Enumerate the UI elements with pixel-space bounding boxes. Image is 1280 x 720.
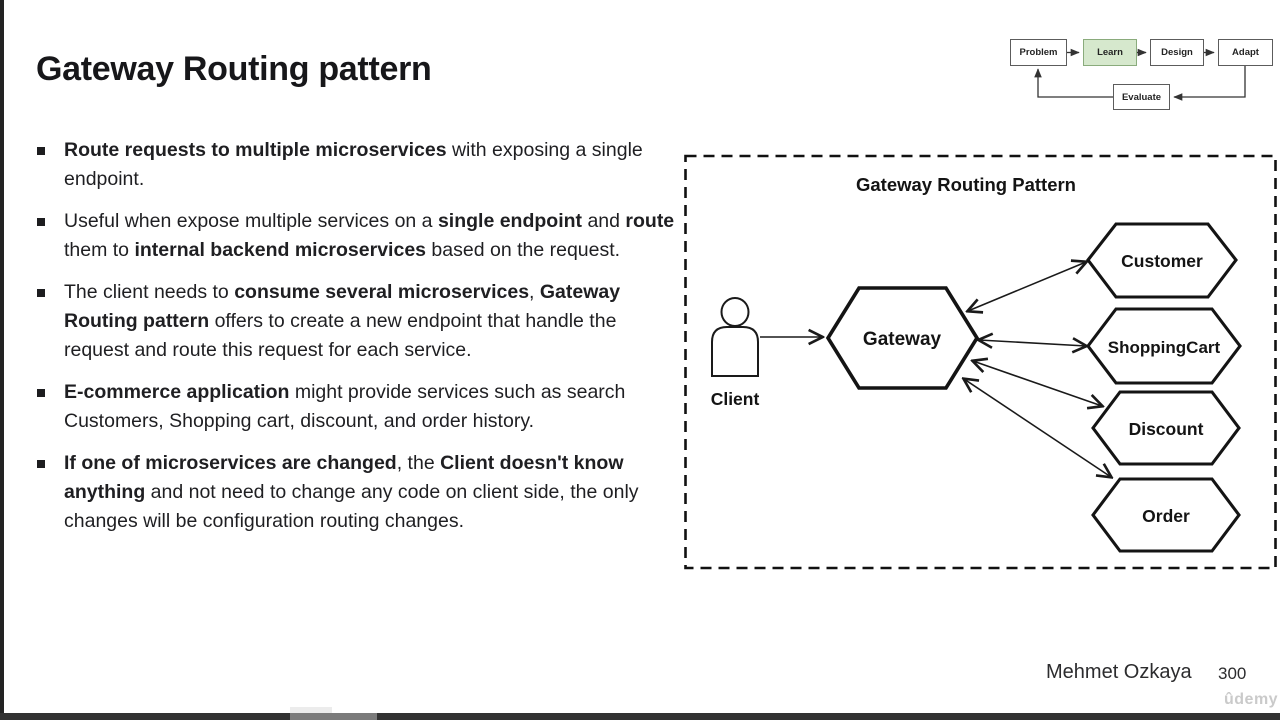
bullet-item: Route requests to multiple microservices… <box>36 136 688 194</box>
cycle-box-design: Design <box>1150 39 1204 66</box>
seekbar-buffered-segment <box>290 713 377 720</box>
bullet-text: Route requests to multiple microservices… <box>64 139 643 190</box>
gateway-discount-arrow <box>973 361 1102 406</box>
diagram-title: Gateway Routing Pattern <box>856 174 1076 195</box>
author-name: Mehmet Ozkaya <box>1046 661 1192 683</box>
bullet-text: If one of microservices are changed, the… <box>64 452 639 532</box>
seekbar-highlight <box>290 707 332 713</box>
video-seekbar[interactable] <box>0 713 1280 720</box>
shoppingcart-hexagon <box>1086 307 1242 385</box>
gateway-order-arrow <box>964 379 1111 477</box>
bullet-square-icon <box>37 147 45 155</box>
order-hexagon <box>1091 477 1241 553</box>
bullet-square-icon <box>37 460 45 468</box>
learning-cycle-arrows <box>1034 48 1246 101</box>
gateway-routing-diagram: Gateway Routing Pattern Client Gateway C… <box>684 154 1277 570</box>
cycle-box-problem: Problem <box>1010 39 1067 66</box>
bullet-item: Useful when expose multiple services on … <box>36 207 688 265</box>
diagram-dashed-border <box>684 154 1277 570</box>
client-figure-icon <box>711 297 759 377</box>
customer-label: Customer <box>1121 251 1203 271</box>
page-title: Gateway Routing pattern <box>36 50 432 88</box>
order-label: Order <box>1142 506 1190 526</box>
bullet-square-icon <box>37 289 45 297</box>
bullet-text: E-commerce application might provide ser… <box>64 381 626 432</box>
screen-left-edge <box>0 0 4 720</box>
cycle-box-learn: Learn <box>1083 39 1137 66</box>
gateway-shoppingcart-arrow <box>979 340 1086 346</box>
cycle-box-adapt: Adapt <box>1218 39 1273 66</box>
shoppingcart-label: ShoppingCart <box>1108 338 1221 357</box>
client-label: Client <box>711 389 760 409</box>
gateway-label: Gateway <box>863 329 942 350</box>
bullet-item: E-commerce application might provide ser… <box>36 378 688 436</box>
bullet-item: If one of microservices are changed, the… <box>36 449 688 536</box>
bullet-text: Useful when expose multiple services on … <box>64 210 675 261</box>
page-number: 300 <box>1218 664 1247 683</box>
bullet-item: The client needs to consume several micr… <box>36 278 688 365</box>
bullet-list: Route requests to multiple microservices… <box>36 136 688 549</box>
bullet-square-icon <box>37 389 45 397</box>
customer-hexagon <box>1086 222 1238 299</box>
bullet-text: The client needs to consume several micr… <box>64 281 621 361</box>
bullet-square-icon <box>37 218 45 226</box>
cycle-box-evaluate: Evaluate <box>1113 84 1170 110</box>
gateway-hexagon <box>825 286 980 390</box>
gateway-customer-arrow <box>968 262 1086 311</box>
discount-label: Discount <box>1129 419 1204 439</box>
udemy-watermark: ûdemy <box>1224 691 1279 708</box>
learning-cycle-flowchart: Problem Learn Design Adapt Evaluate <box>1005 36 1277 114</box>
discount-hexagon <box>1091 390 1241 466</box>
